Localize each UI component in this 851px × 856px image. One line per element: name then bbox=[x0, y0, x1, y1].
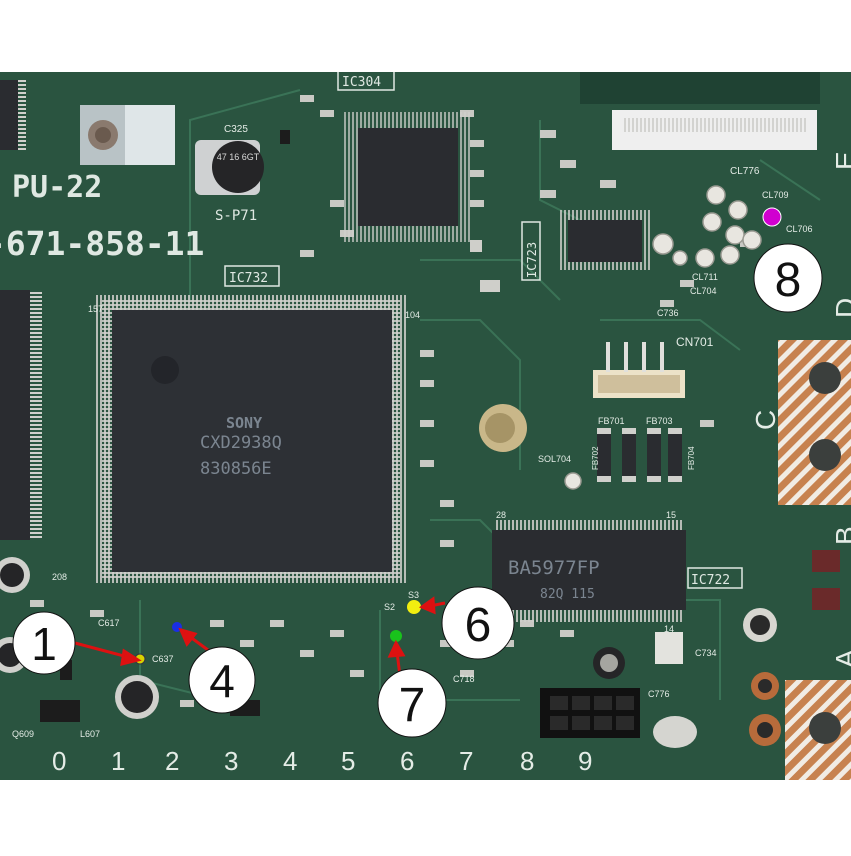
column-labels: 0 1 2 3 4 5 6 7 8 9 bbox=[52, 746, 592, 776]
col-label-6: 6 bbox=[400, 746, 414, 776]
marker-arrows bbox=[74, 596, 446, 685]
part-number: 1-671-858-11 bbox=[0, 224, 204, 263]
lower-capacitors bbox=[0, 557, 683, 719]
marker-label-1: 1 bbox=[12, 611, 76, 675]
ferrite-beads bbox=[597, 428, 682, 482]
ribbon-connector bbox=[580, 72, 820, 150]
pin-header bbox=[540, 688, 640, 738]
driver-model: BA5977FP bbox=[508, 557, 600, 579]
label-c734: C734 bbox=[695, 648, 717, 658]
driver-code: 82Q 115 bbox=[540, 587, 595, 602]
marker-label-6-text: 6 bbox=[465, 599, 492, 652]
label-cl711: CL711 bbox=[692, 272, 718, 282]
label-14: 14 bbox=[664, 624, 674, 634]
label-cl706: CL706 bbox=[786, 224, 813, 234]
col-label-1: 1 bbox=[111, 746, 125, 776]
marker-label-8-text: 8 bbox=[775, 254, 802, 307]
regulator-label: S-P71 bbox=[215, 208, 257, 224]
marker-dot-8 bbox=[762, 207, 782, 227]
col-label-9: 9 bbox=[578, 746, 592, 776]
marker-label-4: 4 bbox=[188, 646, 256, 714]
label-cl704: CL704 bbox=[690, 286, 717, 296]
row-label-b: B bbox=[830, 526, 851, 545]
marker-label-8: 8 bbox=[753, 243, 823, 313]
row-labels: A B C D E bbox=[750, 151, 851, 668]
label-c637: C637 bbox=[152, 654, 174, 664]
row-label-a: A bbox=[830, 649, 851, 668]
label-s2: S2 bbox=[384, 602, 395, 612]
label-cl709: CL709 bbox=[762, 190, 789, 200]
row-label-d: D bbox=[830, 298, 851, 318]
label-c776: C776 bbox=[648, 689, 670, 699]
smd-components bbox=[30, 95, 754, 722]
label-cl776: CL776 bbox=[730, 166, 760, 177]
ic304-chip bbox=[342, 112, 472, 242]
col-label-5: 5 bbox=[341, 746, 355, 776]
label-fb703: FB703 bbox=[646, 416, 673, 426]
label-s3: S3 bbox=[408, 590, 419, 600]
label-l607: L607 bbox=[80, 729, 100, 739]
col-label-2: 2 bbox=[165, 746, 179, 776]
chip-code: 830856E bbox=[200, 459, 272, 479]
label-c736: C736 bbox=[657, 308, 679, 318]
marker-label-7-text: 7 bbox=[399, 679, 426, 732]
col-label-7: 7 bbox=[459, 746, 473, 776]
label-fb701: FB701 bbox=[598, 416, 625, 426]
label-15: 15 bbox=[666, 510, 676, 520]
label-fb702: FB702 bbox=[591, 446, 600, 470]
connector-cn701 bbox=[593, 342, 685, 398]
capacitor-c325: 47 16 6GT bbox=[195, 140, 264, 195]
label-157: 157 bbox=[88, 304, 103, 314]
marker-label-7: 7 bbox=[377, 668, 447, 738]
ic722-label: IC722 bbox=[691, 573, 730, 588]
label-104: 104 bbox=[405, 310, 420, 320]
label-q609: Q609 bbox=[12, 729, 34, 739]
label-fb704: FB704 bbox=[687, 446, 696, 470]
label-c325: C325 bbox=[224, 124, 248, 135]
label-28: 28 bbox=[496, 510, 506, 520]
marker-label-6: 6 bbox=[441, 586, 515, 660]
ic732-label: IC732 bbox=[229, 271, 268, 286]
marker-dot-7 bbox=[390, 630, 402, 642]
label-c617: C617 bbox=[98, 618, 120, 628]
row-label-e: E bbox=[830, 151, 851, 170]
marker-dot-6 bbox=[407, 600, 421, 614]
label-208: 208 bbox=[52, 572, 67, 582]
col-label-3: 3 bbox=[224, 746, 238, 776]
test-point-cluster bbox=[652, 185, 762, 268]
col-label-8: 8 bbox=[520, 746, 534, 776]
marker-label-4-text: 4 bbox=[209, 655, 235, 707]
board-model: PU-22 bbox=[12, 170, 102, 205]
marker-label-1-text: 1 bbox=[31, 618, 57, 670]
cap-text: 47 16 6GT bbox=[217, 152, 260, 162]
ic723-label: IC723 bbox=[525, 242, 539, 278]
main-chip-ic732: SONY CXD2938Q 830856E bbox=[96, 295, 406, 583]
label-cn701: CN701 bbox=[676, 335, 714, 349]
chip-brand: SONY bbox=[226, 414, 262, 432]
left-ic-partial bbox=[0, 290, 30, 540]
ic723-chip bbox=[560, 210, 650, 270]
chip-model: CXD2938Q bbox=[200, 433, 282, 453]
edge-pads bbox=[653, 340, 851, 780]
col-label-0: 0 bbox=[52, 746, 66, 776]
ic304-label: IC304 bbox=[342, 75, 381, 90]
driver-chip-ic722: BA5977FP 82Q 115 bbox=[492, 520, 686, 622]
label-sol704: SOL704 bbox=[538, 454, 571, 464]
row-label-c: C bbox=[750, 410, 781, 430]
label-c718: C718 bbox=[453, 674, 475, 684]
col-label-4: 4 bbox=[283, 746, 297, 776]
